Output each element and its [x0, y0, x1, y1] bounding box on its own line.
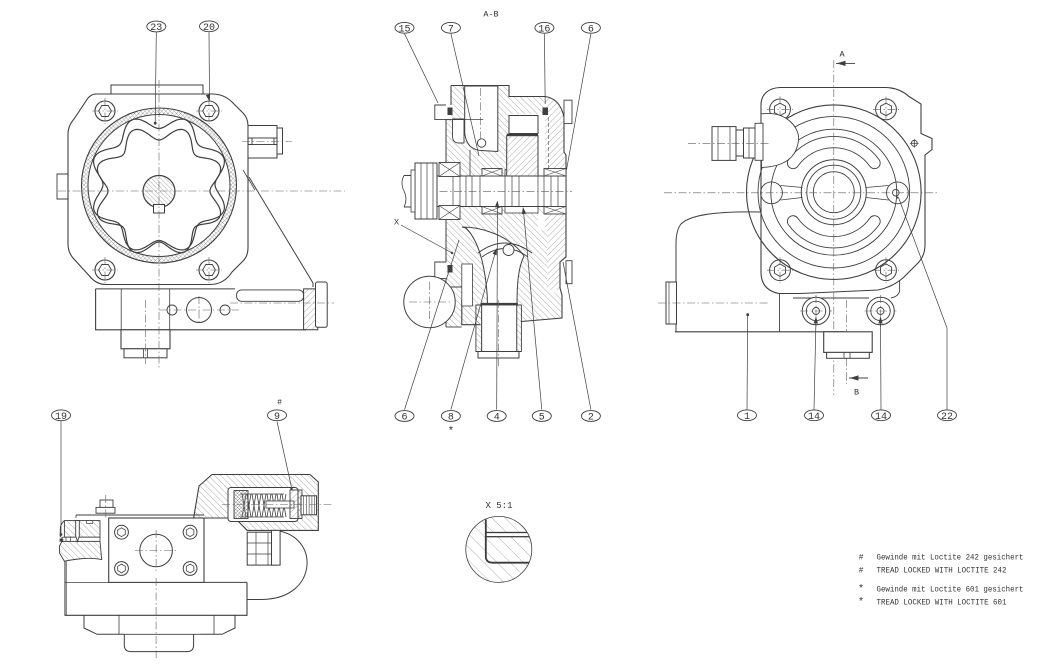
svg-text:TREAD LOCKED WITH LOCTITE 242: TREAD LOCKED WITH LOCTITE 242 [877, 566, 1007, 576]
svg-text:22: 22 [941, 412, 953, 423]
svg-text:B: B [854, 388, 859, 398]
svg-text:Gewinde mit Loctite 601 gesich: Gewinde mit Loctite 601 gesichert [877, 585, 1024, 595]
svg-text:TREAD LOCKED WITH LOCTITE 601: TREAD LOCKED WITH LOCTITE 601 [877, 598, 1007, 608]
svg-text:8: 8 [448, 413, 454, 424]
svg-text:A-B: A-B [483, 10, 498, 20]
svg-text:6: 6 [588, 24, 594, 35]
svg-text:*: * [858, 597, 864, 609]
svg-text:4: 4 [494, 413, 500, 424]
svg-text:14: 14 [875, 412, 887, 423]
svg-text:14: 14 [808, 412, 820, 423]
svg-text:23: 23 [150, 23, 162, 34]
svg-text:#: # [859, 554, 864, 563]
svg-text:15: 15 [398, 24, 410, 35]
svg-text:2: 2 [588, 413, 594, 424]
svg-text:X: X [394, 218, 399, 228]
svg-text:*: * [858, 584, 864, 596]
svg-text:Gewinde mit Loctite 242 gesich: Gewinde mit Loctite 242 gesichert [877, 553, 1024, 563]
svg-text:19: 19 [55, 412, 67, 423]
svg-text:6: 6 [401, 413, 407, 424]
svg-text:X 5:1: X 5:1 [485, 501, 512, 511]
svg-text:5: 5 [539, 413, 545, 424]
svg-text:#: # [277, 399, 282, 408]
svg-text:7: 7 [448, 24, 454, 35]
svg-text:16: 16 [538, 24, 550, 35]
svg-text:A: A [839, 50, 845, 60]
svg-text:#: # [859, 567, 864, 576]
svg-text:*: * [448, 426, 455, 438]
svg-text:1: 1 [744, 412, 750, 423]
svg-text:20: 20 [203, 23, 215, 34]
svg-text:9: 9 [274, 412, 280, 423]
